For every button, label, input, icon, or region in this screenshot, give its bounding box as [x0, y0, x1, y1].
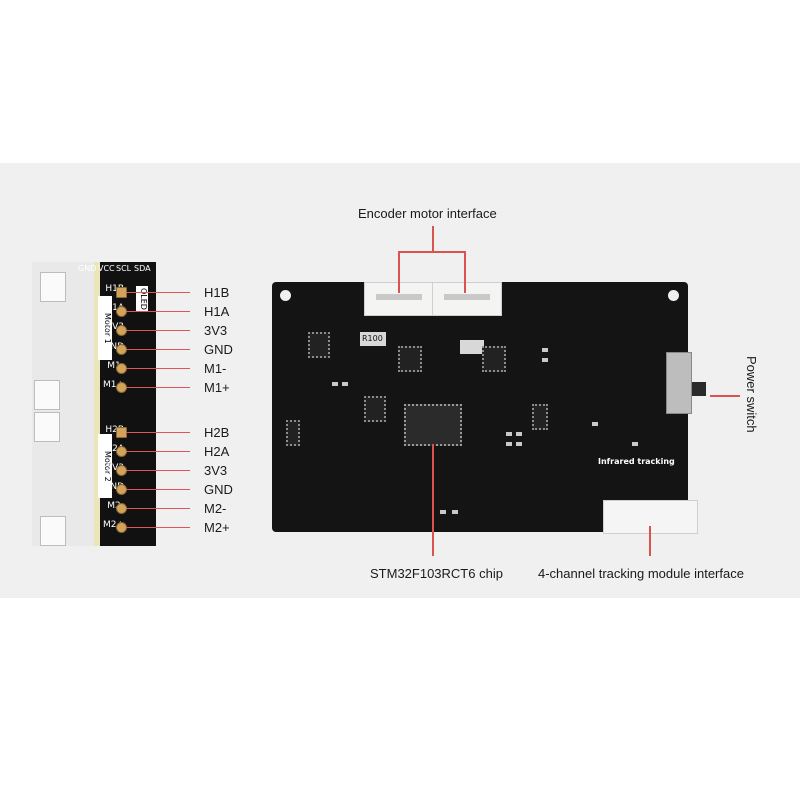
mounting-hole	[668, 290, 679, 301]
motor1-callout-label: M1+	[204, 380, 230, 395]
motor1-callout-label: H1A	[204, 304, 230, 319]
motor2-callout-label: M2-	[204, 501, 227, 516]
power-switch	[666, 352, 692, 414]
callout-line	[126, 311, 190, 312]
motor1-pin-label: GND	[103, 342, 124, 352]
motor1-pin-label: H1A	[105, 303, 124, 313]
motor-header-closeup: GND VCC SCL SDA OLED Motor 1 Motor 2 H1B…	[32, 262, 156, 546]
stm32-chip	[404, 404, 462, 446]
motor2-callout-label: M2+	[204, 520, 230, 535]
motor1-pin-label: M1+	[102, 380, 124, 390]
side-connector	[40, 272, 66, 302]
callout-line	[126, 470, 190, 471]
motor2-callout-label: 3V3	[204, 463, 228, 478]
callout-line	[126, 349, 190, 350]
mounting-hole	[280, 290, 291, 301]
header-pin-label: SCL	[116, 264, 132, 273]
motor2-label: Motor 2	[98, 434, 112, 498]
power-switch-callout-line	[710, 395, 740, 397]
regulator	[364, 396, 386, 422]
motor1-pin-label: M1-	[90, 361, 124, 371]
smd-pad	[632, 442, 638, 446]
r100-marking: R100	[362, 334, 383, 343]
header-pin-label: GND	[78, 264, 97, 273]
header-pin-label: VCC	[98, 264, 115, 273]
motor1-label: Motor 1	[98, 296, 112, 360]
motor2-pin-label: GND	[103, 482, 124, 492]
smd-pad	[542, 358, 548, 362]
encoder-motor-interface-label: Encoder motor interface	[358, 206, 497, 221]
motor2-pin-label: H2A	[105, 444, 124, 454]
encoder-callout-line	[398, 251, 400, 293]
board-edge	[32, 262, 96, 546]
silkscreen-strip	[94, 262, 100, 546]
smd-pad	[342, 382, 348, 386]
motor1-callout-label: H1B	[204, 285, 230, 300]
smd-pad	[332, 382, 338, 386]
callout-line	[126, 489, 190, 490]
connector-pin	[376, 294, 422, 300]
side-connector	[34, 412, 60, 442]
connector-pin	[444, 294, 490, 300]
callout-line	[126, 292, 190, 293]
callout-line	[126, 451, 190, 452]
smd-pad	[506, 432, 512, 436]
mosfet	[482, 346, 506, 372]
callout-line	[126, 387, 190, 388]
mosfet	[308, 332, 330, 358]
tracking-callout-line	[649, 526, 651, 556]
smd-pad	[452, 510, 458, 514]
infrared-tracking-label: Infrared tracking	[598, 457, 675, 466]
component	[532, 404, 548, 430]
mosfet	[398, 346, 422, 372]
smd-pad	[440, 510, 446, 514]
motor2-pin-label: M2+	[102, 520, 124, 530]
callout-line	[126, 527, 190, 528]
motor1-callout-label: 3V3	[204, 323, 228, 338]
smd-pad	[592, 422, 598, 426]
power-switch-lever	[692, 382, 706, 396]
motor2-pin-label: H2B	[105, 425, 124, 435]
encoder-callout-line	[464, 251, 466, 293]
motor2-pin-label: M2-	[90, 501, 124, 511]
smd-pad	[516, 432, 522, 436]
smd-component	[460, 340, 484, 354]
motor2-callout-label: H2A	[204, 444, 230, 459]
encoder-callout-line	[432, 226, 434, 252]
side-connector	[40, 516, 66, 546]
smd-component	[360, 332, 386, 346]
smd-pad	[506, 442, 512, 446]
oled-label: OLED	[136, 286, 148, 312]
encoder-callout-line	[398, 251, 466, 253]
motor1-pin-label: H1B	[105, 284, 124, 294]
callout-line	[126, 330, 190, 331]
motor2-callout-label: H2B	[204, 425, 230, 440]
chip-label: STM32F103RCT6 chip	[370, 566, 503, 581]
motor1-callout-label: GND	[204, 342, 233, 357]
smd-pad	[516, 442, 522, 446]
side-connector	[34, 380, 60, 410]
motor2-callout-label: GND	[204, 482, 233, 497]
power-switch-label: Power switch	[744, 356, 759, 433]
smd-pad	[542, 348, 548, 352]
motor1-pin-label: 3V3	[106, 322, 124, 332]
motor2-pin-label: 3V3	[106, 463, 124, 473]
chip-callout-line	[432, 444, 434, 556]
callout-line	[126, 508, 190, 509]
tracking-interface-label: 4-channel tracking module interface	[538, 566, 744, 581]
callout-line	[126, 432, 190, 433]
header-pin-label: SDA	[134, 264, 151, 273]
component	[286, 420, 300, 446]
controller-pcb: R100 Infrared tracking	[272, 282, 706, 534]
callout-line	[126, 368, 190, 369]
motor1-callout-label: M1-	[204, 361, 227, 376]
